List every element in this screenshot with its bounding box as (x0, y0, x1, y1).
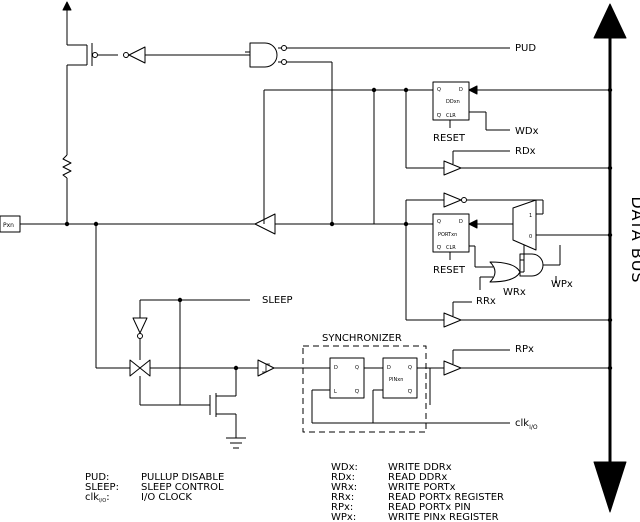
svg-text:Q: Q (355, 389, 359, 395)
sleep-inverter (132, 317, 148, 334)
svg-text:D: D (459, 219, 463, 225)
ddr-labels: Q D DDxn Q CLR RESET (433, 87, 466, 144)
svg-text:Q: Q (437, 113, 441, 119)
data-bus (593, 3, 627, 513)
wrx-or-gate (489, 261, 521, 283)
legend-item: clkI/O: I/O CLOCK (85, 492, 192, 504)
svg-text:PUD:: PUD: (85, 472, 109, 483)
svg-text:RDx:: RDx: (331, 472, 355, 483)
svg-text:WRITE PORTx: WRITE PORTx (388, 482, 456, 493)
svg-text:PORTxn: PORTxn (438, 232, 457, 238)
pullup-network (62, 1, 510, 224)
svg-text:READ DDRx: READ DDRx (388, 472, 447, 483)
svg-text:Q: Q (408, 365, 412, 371)
svg-text:Q: Q (437, 245, 441, 251)
pin-output-buffer (254, 213, 276, 235)
wpx-and-gate (519, 253, 544, 277)
svg-text:D: D (387, 365, 391, 371)
svg-text:CLR: CLR (446, 113, 456, 119)
port-mux (512, 199, 537, 251)
rdx-label: RDx (515, 146, 536, 157)
port-register (296, 192, 610, 328)
wdx-label: WDx (515, 126, 539, 137)
pud-and-gate (249, 42, 278, 68)
pullup-inverter (128, 46, 146, 64)
legend-item: PUD: PULLUP DISABLE (85, 472, 224, 483)
svg-text:RRx:: RRx: (331, 492, 354, 503)
legend-item: WPx: WRITE PINx REGISTER (331, 512, 499, 522)
svg-text:D: D (334, 365, 338, 371)
legend-right: WDx: WRITE DDRx RDx: READ DDRx WRx: WRIT… (331, 462, 504, 522)
port-labels: Q D PORTxn Q CLR RESET 1 0 (433, 213, 532, 276)
svg-text:Q: Q (437, 87, 441, 93)
svg-text:WRITE DDRx: WRITE DDRx (388, 462, 452, 473)
svg-text:Q: Q (437, 219, 441, 225)
svg-text:WRITE PINx REGISTER: WRITE PINx REGISTER (388, 512, 499, 522)
svg-text:READ PORTx PIN: READ PORTx PIN (388, 502, 471, 513)
svg-text:D: D (459, 87, 463, 93)
rrx-label: RRx (476, 296, 496, 307)
svg-text:WDx:: WDx: (331, 462, 358, 473)
vcc-arrow (62, 1, 72, 11)
legend-item: RPx: READ PORTx PIN (331, 502, 471, 513)
legend-item: RDx: READ DDRx (331, 472, 447, 483)
svg-text:SLEEP CONTROL: SLEEP CONTROL (141, 482, 224, 493)
wrx-label: WRx (503, 287, 526, 298)
svg-text:Q: Q (408, 389, 412, 395)
wpx-label: WPx (551, 279, 573, 290)
synchronizer-title: SYNCHRONIZER (322, 333, 402, 344)
clk-label: clkI/O (515, 418, 538, 431)
svg-text:DDxn: DDxn (446, 99, 460, 105)
svg-text:L: L (334, 389, 337, 395)
mux-in0-label: 0 (529, 234, 532, 240)
signal-labels: PUD WDx RDx WRx WPx RRx RPx SLEEP clkI/O (262, 43, 573, 431)
ddr-reset-label: RESET (433, 133, 466, 144)
pin-input-path (0, 213, 330, 449)
pullup-resistor (62, 154, 72, 179)
svg-text:RPx:: RPx: (331, 502, 353, 513)
svg-text:WPx:: WPx: (331, 512, 356, 522)
sync-labels: SYNCHRONIZER D Q L Q D Q PINxn Q (322, 333, 412, 395)
svg-text:SLEEP:: SLEEP: (85, 482, 119, 493)
sleep-label: SLEEP (262, 295, 293, 306)
svg-text:clkI/O:: clkI/O: (85, 492, 110, 504)
legend-left: PUD: PULLUP DISABLE SLEEP: SLEEP CONTROL… (85, 472, 224, 504)
legend-item: WDx: WRITE DDRx (331, 462, 452, 473)
port-reset-label: RESET (433, 265, 466, 276)
svg-text:READ PORTx REGISTER: READ PORTx REGISTER (388, 492, 504, 503)
ddr-register (263, 81, 610, 224)
svg-text:Q: Q (355, 365, 359, 371)
svg-text:WRx:: WRx: (331, 482, 357, 493)
legend-item: WRx: WRITE PORTx (331, 482, 456, 493)
rpx-label: RPx (515, 344, 534, 355)
synchronizer (302, 345, 610, 433)
svg-text:PINxn: PINxn (389, 377, 403, 383)
legend-item: RRx: READ PORTx REGISTER (331, 492, 504, 503)
legend-item: SLEEP: SLEEP CONTROL (85, 482, 224, 493)
mux-in1-label: 1 (529, 213, 532, 219)
pud-label: PUD (515, 43, 536, 54)
pin-label: Pxn (3, 222, 14, 229)
svg-text:I/O CLOCK: I/O CLOCK (141, 492, 192, 503)
junction-dots (64, 87, 613, 371)
data-bus-label: DATA BUS (628, 196, 640, 283)
pin-label-group: Pxn (3, 222, 14, 229)
svg-text:CLR: CLR (446, 245, 456, 251)
svg-text:PULLUP DISABLE: PULLUP DISABLE (141, 472, 224, 483)
